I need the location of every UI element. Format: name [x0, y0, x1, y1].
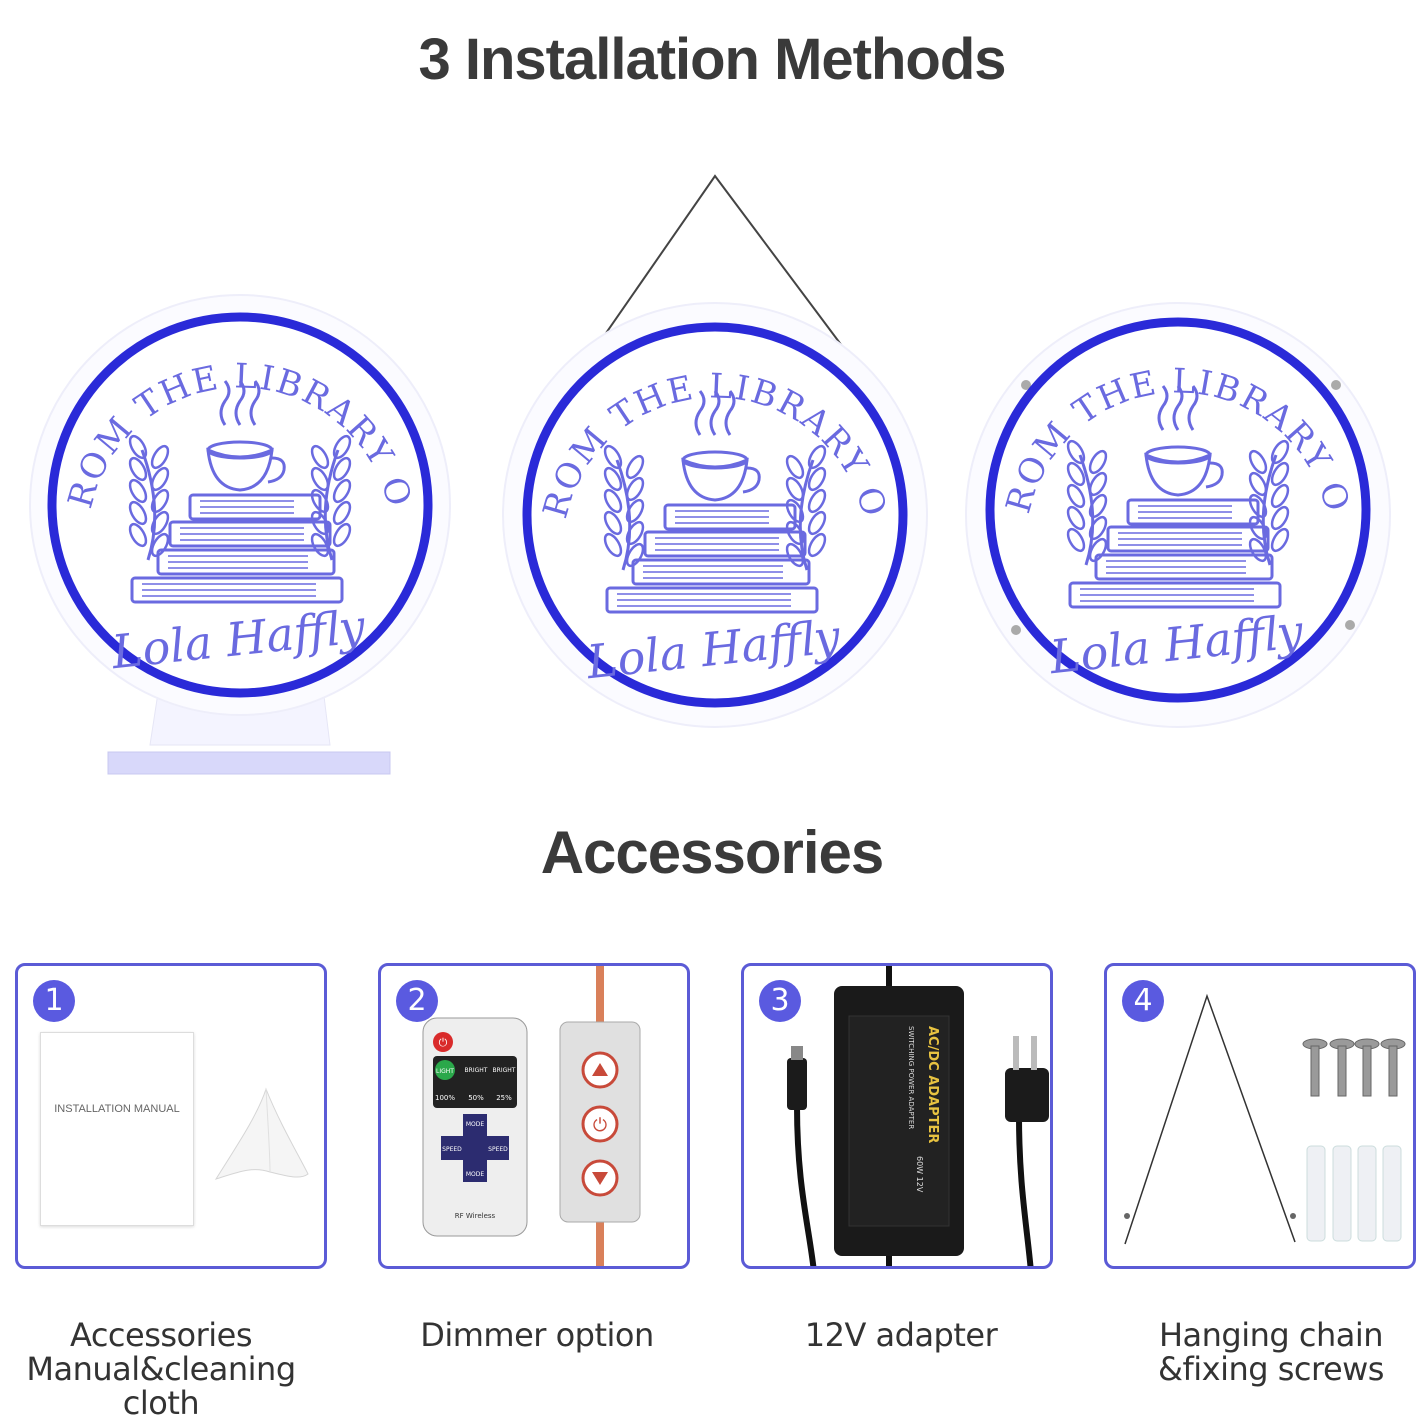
caption-2-line1: Dimmer option: [420, 1316, 654, 1354]
svg-text:⏻: ⏻: [593, 1115, 607, 1136]
badge-1: 1: [33, 980, 75, 1022]
card-adapter: 3 AC/DC ADAPTER SWITCHING POWER ADAPTER …: [741, 963, 1053, 1269]
caption-1: Accessories Manual&cleaning cloth: [0, 1318, 326, 1420]
svg-text:⏻: ⏻: [439, 1036, 448, 1049]
badge-4: 4: [1122, 980, 1164, 1022]
adapter-rating: 60W 12V: [915, 1156, 924, 1193]
remote-mode-down: MODE: [466, 1171, 485, 1178]
caption-4-line2: &fixing screws: [1158, 1350, 1384, 1388]
caption-3: 12V adapter: [736, 1318, 1066, 1352]
remote-mode-up: MODE: [466, 1121, 485, 1128]
caption-3-line1: 12V adapter: [804, 1316, 998, 1354]
card-manual: 1 INSTALLATION MANUAL: [15, 963, 327, 1269]
book-icon: [168, 520, 332, 548]
remote-speed-right: SPEED: [488, 1146, 508, 1153]
card-hanging: 4: [1104, 963, 1416, 1269]
sign-ring: [985, 317, 1371, 703]
book-icon: [1068, 581, 1282, 609]
adapter-sub: SWITCHING POWER ADAPTER: [907, 1026, 915, 1129]
sign-ring: [47, 312, 433, 698]
hanging-chain-icon: [1124, 993, 1296, 1245]
book-icon: [643, 530, 807, 558]
caption-1-line2: Manual&cleaning cloth: [26, 1350, 296, 1422]
manual-text: INSTALLATION MANUAL: [54, 1103, 180, 1115]
heading-accessories: Accessories: [540, 819, 885, 886]
badge-3: 3: [759, 980, 801, 1022]
book-icon: [1094, 553, 1274, 581]
caption-4-line1: Hanging chain: [1158, 1316, 1384, 1354]
remote-rf-label: RF Wireless: [455, 1212, 496, 1220]
caption-4: Hanging chain &fixing screws: [1106, 1318, 1424, 1386]
power-adapter: AC/DC ADAPTER SWITCHING POWER ADAPTER 60…: [787, 966, 1049, 1266]
book-icon: [130, 576, 344, 604]
manual-booklet: INSTALLATION MANUAL: [40, 1032, 194, 1226]
book-icon: [663, 503, 797, 531]
caption-2: Dimmer option: [372, 1318, 702, 1352]
remote-control: ⏻ LIGHT BRIGHT BRIGHT 100% 50% 25% MODE …: [422, 1017, 528, 1237]
screws-icon: [1302, 1038, 1406, 1242]
remote-speed-left: SPEED: [442, 1146, 462, 1153]
book-icon: [631, 558, 811, 586]
book-icon: [188, 493, 322, 521]
sign-ring: [522, 322, 908, 708]
book-icon: [156, 548, 336, 576]
book-icon: [1126, 498, 1260, 526]
remote-light-label: LIGHT: [436, 1068, 454, 1075]
book-icon: [605, 586, 819, 614]
card-dimmer: 2 ⏻ LIGHT BRIGHT BRIGHT 100% 50% 25% MOD…: [378, 963, 690, 1269]
remote-bright-down: BRIGHT: [493, 1067, 516, 1074]
badge-2: 2: [396, 980, 438, 1022]
book-icon: [1106, 525, 1270, 553]
dimmer-switch: ⏻: [559, 966, 641, 1266]
adapter-label: AC/DC ADAPTER: [925, 1026, 940, 1143]
cleaning-cloth-icon: [214, 1087, 309, 1180]
heading-installation: 3 Installation Methods: [418, 27, 1006, 92]
remote-p25: 25%: [496, 1094, 512, 1102]
remote-bright-up: BRIGHT: [465, 1067, 488, 1074]
caption-1-line1: Accessories: [69, 1316, 253, 1354]
remote-p50: 50%: [468, 1094, 484, 1102]
remote-p100: 100%: [435, 1094, 455, 1102]
